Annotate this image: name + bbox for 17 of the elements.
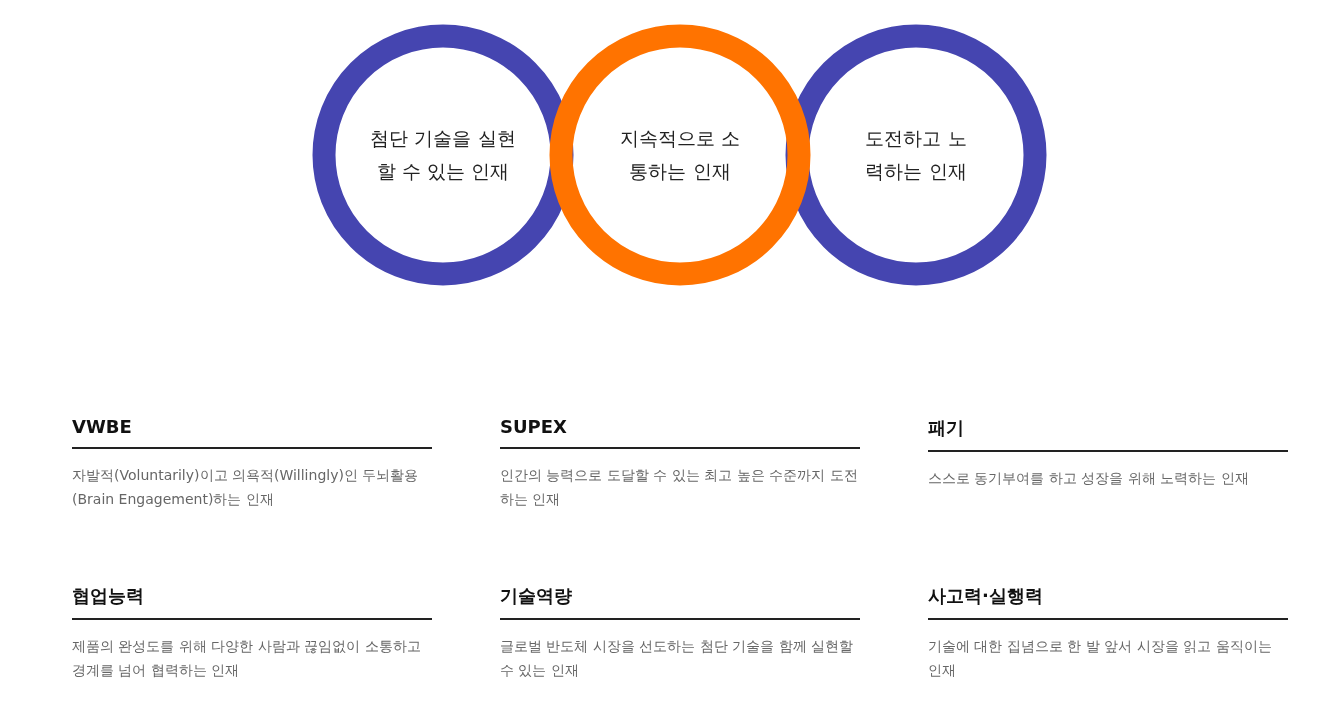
section-heading: SUPEX: [500, 416, 567, 437]
section-heading: 기술역량: [500, 584, 572, 608]
description-text: 스스로 동기부여를 하고 성장을 위해 노력하는 인재: [928, 469, 1249, 488]
circle-label: 지속적으로 소통하는 인재: [618, 126, 741, 184]
description-text: 제품의 완성도를 위해 다양한 사람과 끊임없이 소통하고 경계를 넘어 협력하는 인재: [72, 637, 422, 680]
circle-label: 도전하고 노력하는 인재: [864, 126, 968, 184]
ring-circle: [785, 24, 1047, 286]
section-heading: VWBE: [72, 416, 132, 437]
circle-label: 첨단 기술을 실현할 수 있는 인재: [369, 126, 517, 184]
section-heading: 사고력·실행력: [928, 584, 1043, 608]
description-text: 기술에 대한 집념으로 한 발 앞서 시장을 읽고 움직이는 인재: [928, 637, 1273, 680]
description-text: 자발적(Voluntarily)이고 의욕적(Willingly)인 두뇌활용(Brain Engagement)하는 인재: [72, 466, 420, 509]
description-text: 글로벌 반도체 시장을 선도하는 첨단 기술을 함께 실현할 수 있는 인재: [500, 637, 855, 680]
ring-circle: [549, 24, 811, 286]
description-text: 인간의 능력으로 도달할 수 있는 최고 높은 수준까지 도전하는 인재: [500, 466, 859, 509]
section-heading: 패기: [928, 416, 964, 440]
section-heading: 협업능력: [72, 584, 144, 608]
